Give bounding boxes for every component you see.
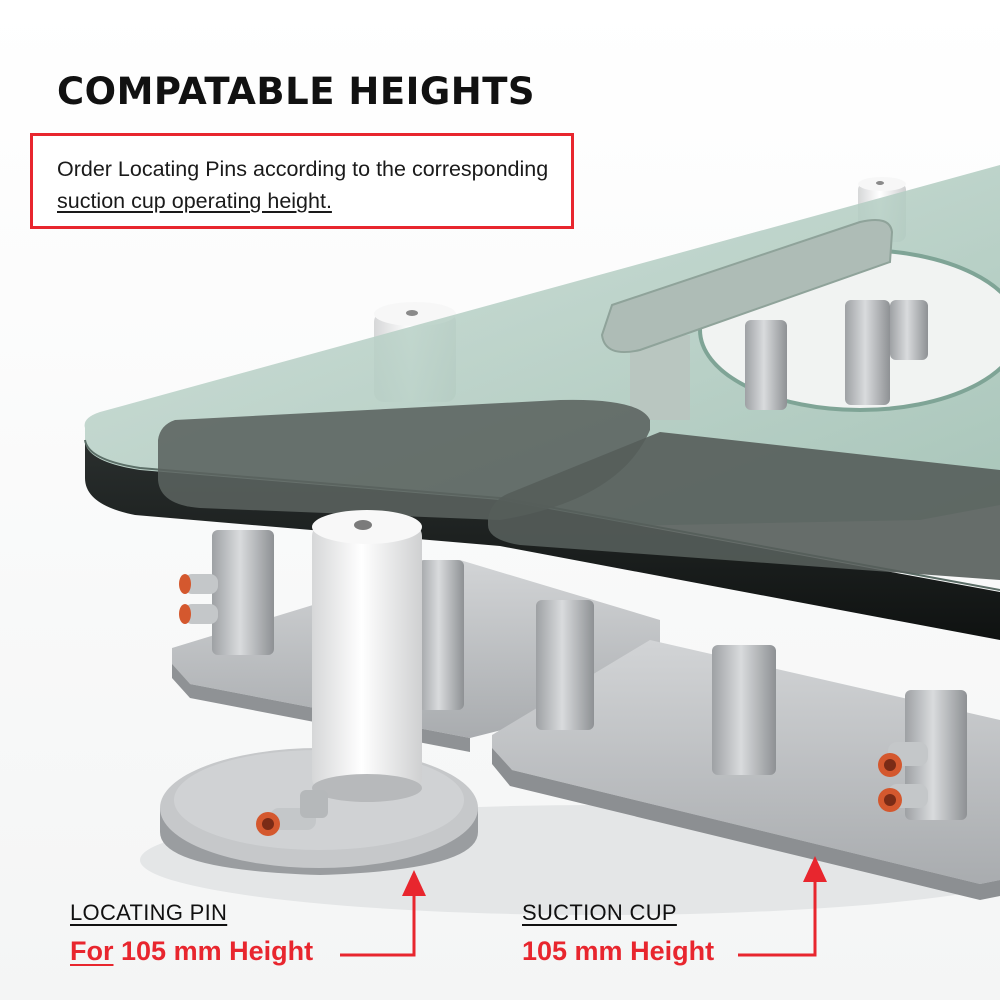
locating-pin-height-value: 105 mm Height [121, 936, 314, 966]
note-line-2: suction cup operating height. [57, 189, 332, 213]
suction-cup-arrow [738, 856, 827, 957]
note-box: Order Locating Pins according to the cor… [30, 133, 574, 229]
suction-cup-height: 105 mm Height [522, 936, 715, 966]
locating-pin-arrow [340, 870, 426, 957]
page-title: COMPATABLE HEIGHTS [57, 70, 536, 113]
handle-bar [600, 219, 894, 420]
locating-pin-render [160, 510, 478, 875]
note-text: Order Locating Pins according to the cor… [57, 153, 567, 217]
air-fittings-left [179, 574, 218, 624]
suction-pads [158, 399, 1000, 580]
locating-pin-label: LOCATING PIN [70, 900, 228, 925]
suction-cup-label: SUCTION CUP [522, 900, 677, 925]
locating-pin-prefix: For [70, 936, 114, 966]
locating-pin-height: For 105 mm Height [70, 936, 313, 967]
air-fittings-right [878, 742, 928, 812]
note-line-1: Order Locating Pins according to the cor… [57, 157, 549, 181]
